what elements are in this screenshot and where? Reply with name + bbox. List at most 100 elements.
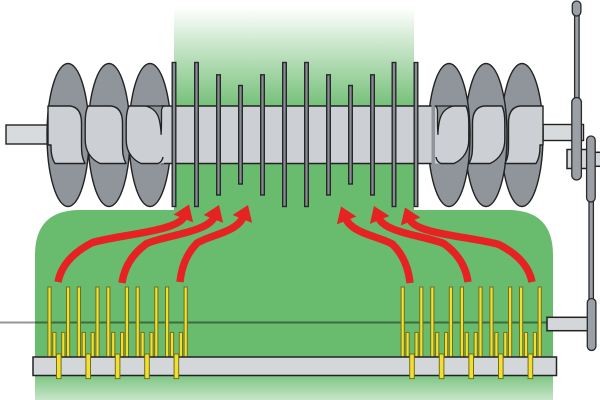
pickup-finger-short [169, 331, 175, 359]
mech-rod-a-sleeve [571, 96, 583, 181]
bar-peg [56, 353, 62, 380]
drum-tine [237, 84, 243, 185]
pickup-finger-short [405, 331, 410, 359]
pickup-finger-tall [135, 286, 140, 359]
flow-arrow-head [400, 207, 421, 226]
flow-arrow-shaft [375, 215, 472, 283]
left-auger-faces [47, 105, 165, 165]
drum-body [161, 106, 432, 164]
drum-face [468, 105, 506, 165]
bar-peg [468, 353, 474, 380]
bar-peg [85, 353, 92, 380]
bar-peg [144, 353, 150, 380]
concave-bar [32, 356, 558, 377]
pickup-finger-short [523, 331, 529, 359]
pickup-finger-tall [489, 286, 494, 359]
bar-peg [438, 353, 445, 380]
pickup-finger-tall [106, 286, 111, 359]
drum-face-last-outline [435, 105, 470, 165]
pickup-finger-tall [47, 286, 52, 359]
pickup-finger-tall [448, 286, 453, 359]
pickup-finger-tall [400, 286, 405, 359]
pickup-finger-short [149, 331, 154, 359]
bar-peg [409, 353, 415, 380]
drum-tine [326, 74, 332, 196]
flow-arrow-head [232, 205, 253, 223]
pickup-finger-tall [478, 286, 483, 359]
drum-face-last-fill [126, 106, 164, 164]
pickup-finger-short [435, 331, 440, 359]
flow-arrow-shaft [342, 216, 414, 284]
drum-tine [370, 74, 376, 196]
drum-tine [413, 61, 419, 208]
pickup-finger-tall [66, 286, 71, 359]
pickup-finger-short [81, 331, 86, 359]
pickup-finger-short [120, 331, 125, 359]
pickup-finger-tall [124, 286, 130, 359]
pickup-finger-tall [519, 286, 524, 359]
drum-face-end [47, 105, 86, 165]
mech-lower-bar [546, 316, 592, 332]
drum-face-last-fill [435, 106, 469, 164]
pickup-finger-short [532, 331, 537, 359]
pickup-finger-tall [95, 286, 100, 359]
mech-rod-b-sleeve-lower [586, 297, 597, 352]
flight-edge-claw [144, 105, 165, 135]
drum-tine [348, 84, 354, 185]
drum-tine [304, 61, 310, 208]
drum-tine [391, 61, 397, 208]
drum-tine [282, 61, 288, 208]
flow-arrow-shaft [54, 214, 188, 283]
flow-arrow-head [369, 206, 390, 224]
bar-peg [498, 353, 504, 380]
pickup-finger-tall [165, 286, 170, 359]
pickup-finger-tall [76, 286, 82, 359]
pickup-finger-tall [154, 286, 159, 359]
peg-group [56, 353, 534, 380]
right-auger-faces [434, 105, 544, 165]
flight-edge-claw [434, 105, 455, 135]
drum-tine [193, 61, 199, 208]
drum-tine-group [171, 61, 419, 208]
pickup-finger-tall [419, 286, 424, 359]
pickup-finger-short [111, 331, 116, 359]
crop-mat-blob [35, 210, 553, 400]
drum-tine [215, 74, 221, 196]
flow-arrow-shaft [406, 217, 536, 283]
pickup-finger-tall [537, 286, 542, 359]
drum-face-last-outline [125, 105, 164, 165]
pickup-finger-short [52, 331, 57, 359]
drum-face [84, 105, 127, 165]
pickup-finger-short [61, 331, 66, 359]
pickup-finger-short [503, 331, 508, 359]
flow-arrow-shaft [176, 215, 247, 283]
pickup-finger-short [140, 331, 145, 359]
drum-tine [260, 74, 266, 196]
flow-arrow-head [336, 206, 357, 225]
mech-rod-b-sleeve-upper [585, 135, 596, 203]
drum-face-end [504, 105, 544, 165]
pickup-finger-short [178, 331, 184, 359]
pickup-finger-short [414, 331, 419, 359]
pickup-finger-tall [459, 286, 464, 359]
pickup-finger-short [90, 331, 95, 359]
pickup-finger-tall [430, 286, 435, 359]
bar-peg [527, 353, 534, 380]
mech-rod-a-cap [571, 0, 582, 17]
mech-rod-a [573, 9, 580, 106]
pickup-finger-short [444, 331, 449, 359]
pickup-finger-short [464, 331, 469, 359]
bar-peg [114, 353, 121, 380]
flow-arrow-shaft [118, 214, 218, 284]
pickup-finger-tall [508, 286, 513, 359]
bar-peg [173, 353, 180, 380]
mech-rod-b [588, 199, 595, 303]
pickup-finger-short [494, 331, 499, 359]
rotor-shaft-left [5, 124, 50, 145]
flow-arrow-head [173, 204, 194, 223]
flow-arrow-head [203, 205, 224, 223]
drum-tine [171, 61, 177, 208]
pickup-finger-short [473, 331, 478, 359]
